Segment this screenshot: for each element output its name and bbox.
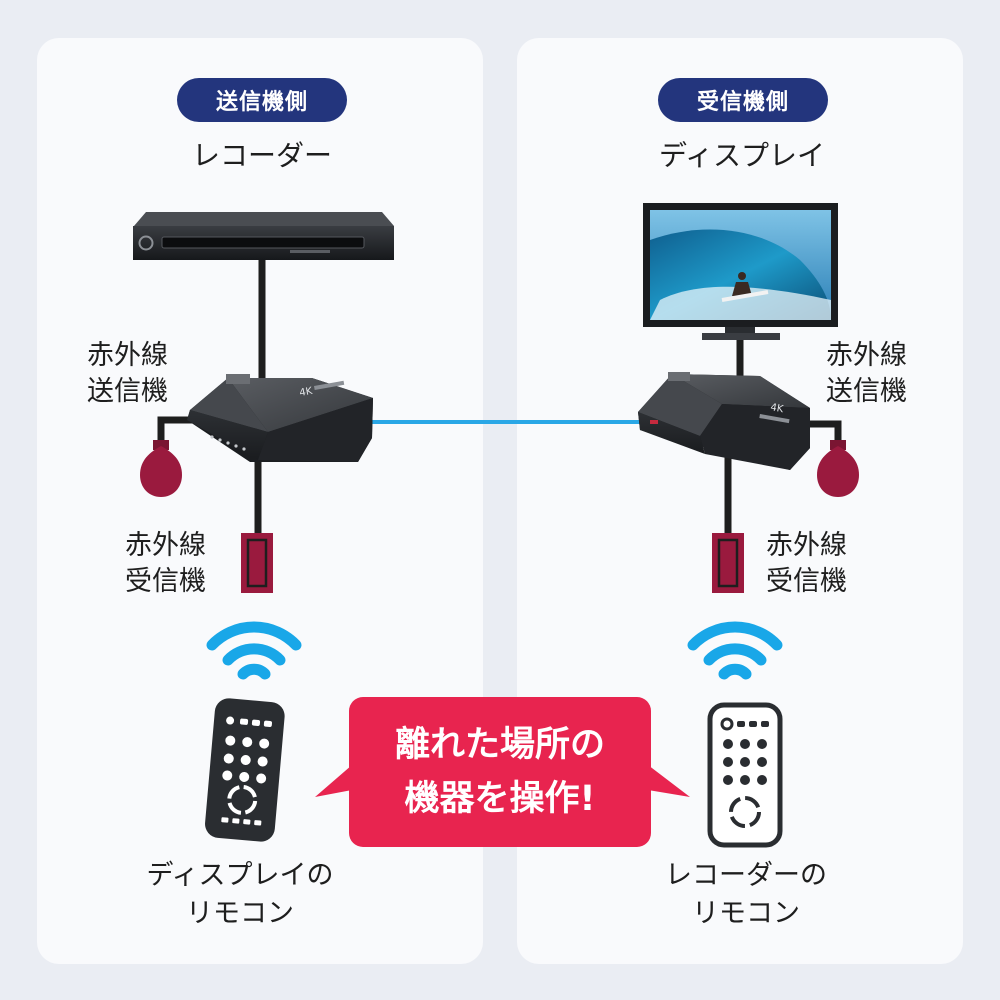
ir-receiver-icon [241,533,273,593]
label-line: 送信機 [826,376,907,407]
label-line: 赤外線 [826,340,907,371]
extender-icon: 4K [638,372,810,470]
wifi-signal-icon [206,621,302,680]
label-line: 赤外線 [125,530,206,561]
label-line: 受信機 [766,566,847,597]
label-line: 送信機 [87,376,168,407]
label-line: 受信機 [125,566,206,597]
caption-line: リモコン [692,898,800,929]
recorder-icon [133,212,394,260]
right-ir-emitter-label: 赤外線 送信機 [826,338,907,410]
left-remote-caption: ディスプレイの リモコン [100,857,380,933]
wifi-signal-icon [687,621,783,680]
display-title: ディスプレイ [658,139,826,172]
left-ir-receiver-label: 赤外線 受信機 [125,528,206,600]
receiver-side-badge: 受信機側 [658,78,828,122]
ir-emitter-icon [140,440,182,497]
callout-bubble: 離れた場所の 機器を操作! [349,697,651,847]
caption-line: リモコン [186,898,294,929]
callout-line: 離れた場所の [394,725,605,765]
caption-line: レコーダーの [665,860,827,891]
callout-tail-left [315,765,352,797]
right-ir-receiver-label: 赤外線 受信機 [766,528,847,600]
remote-icon [707,702,783,848]
extender-icon: 4K [187,374,373,462]
left-ir-emitter-label: 赤外線 送信機 [87,338,168,410]
ir-emitter-icon [817,440,859,497]
transmitter-side-badge: 送信機側 [177,78,347,122]
right-remote-caption: レコーダーの リモコン [606,857,886,933]
recorder-title: レコーダー [191,139,332,172]
extender-badge: 4K [299,386,314,399]
extender-badge: 4K [769,402,784,415]
display-icon [643,203,838,340]
caption-line: ディスプレイの [146,860,334,891]
cable-ir-emitter-right [800,420,842,442]
callout-line: 機器を操作! [404,779,596,819]
remote-icon [205,698,285,842]
ir-receiver-icon [712,533,744,593]
label-line: 赤外線 [766,530,847,561]
callout-tail-right [648,765,690,797]
label-line: 赤外線 [87,340,168,371]
